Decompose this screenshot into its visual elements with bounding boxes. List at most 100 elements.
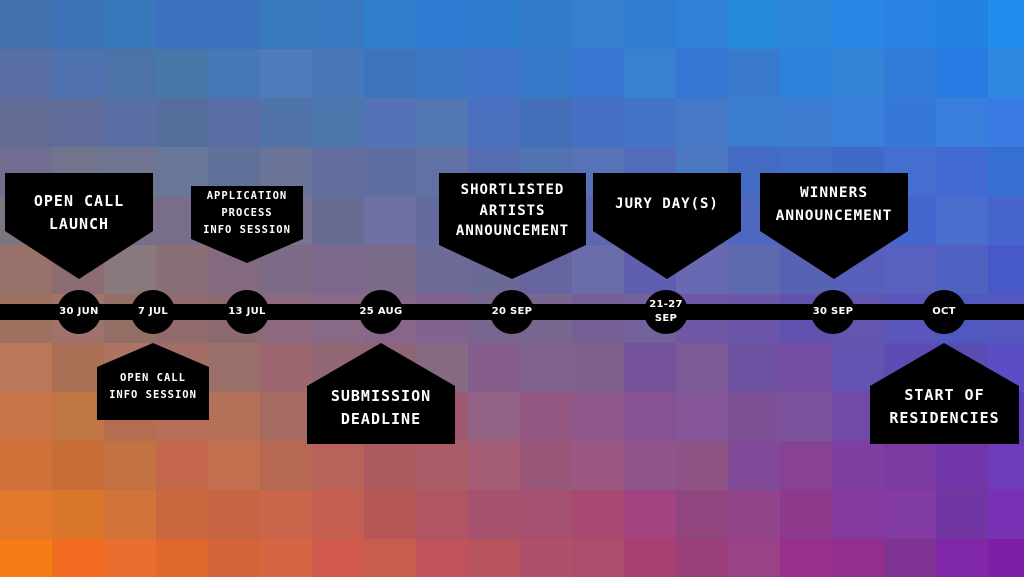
background-tile <box>0 98 52 147</box>
background-tile <box>832 539 884 577</box>
background-tile <box>988 441 1024 490</box>
background-tile <box>832 441 884 490</box>
date-label-oct: OCT <box>932 305 956 317</box>
background-tile <box>988 196 1024 245</box>
background-tile <box>0 539 52 577</box>
background-tile <box>52 392 104 441</box>
background-tile <box>832 490 884 539</box>
background-tile <box>676 343 728 392</box>
event-start-of-residencies: START OF RESIDENCIES <box>870 343 1019 444</box>
background-tile <box>416 539 468 577</box>
background-tile <box>468 49 520 98</box>
background-tile <box>468 490 520 539</box>
background-tile <box>260 343 312 392</box>
background-tile <box>676 49 728 98</box>
background-tile <box>364 0 416 49</box>
background-tile <box>624 490 676 539</box>
background-tile <box>156 539 208 577</box>
background-tile <box>988 0 1024 49</box>
background-tile <box>260 0 312 49</box>
background-tile <box>936 245 988 294</box>
background-tile <box>572 392 624 441</box>
date-label-20-sep: 20 SEP <box>491 305 533 317</box>
background-tile <box>364 196 416 245</box>
background-tile <box>312 98 364 147</box>
background-tile <box>624 98 676 147</box>
background-tile <box>260 49 312 98</box>
background-tile <box>364 490 416 539</box>
background-tile <box>364 49 416 98</box>
background-tile <box>520 98 572 147</box>
background-tile <box>936 0 988 49</box>
background-tile <box>364 539 416 577</box>
background-tile <box>936 98 988 147</box>
background-tile <box>260 392 312 441</box>
event-winners-announcement: WINNERS ANNOUNCEMENT <box>760 173 908 279</box>
background-tile <box>728 441 780 490</box>
background-tile <box>676 98 728 147</box>
background-tile <box>728 392 780 441</box>
date-node-oct: OCT <box>922 290 966 334</box>
background-tile <box>52 539 104 577</box>
background-tile <box>728 245 780 294</box>
background-tile <box>52 441 104 490</box>
background-tile <box>832 49 884 98</box>
background-tile <box>260 98 312 147</box>
background-tile <box>208 0 260 49</box>
background-tile <box>312 0 364 49</box>
background-tile <box>988 98 1024 147</box>
background-tile <box>572 49 624 98</box>
background-tile <box>156 49 208 98</box>
date-label-25-aug: 25 AUG <box>359 305 403 317</box>
background-tile <box>520 441 572 490</box>
event-shortlisted-artists-announcement: SHORTLISTED ARTISTS ANNOUNCEMENT <box>439 173 586 279</box>
background-tile <box>416 49 468 98</box>
background-tile <box>676 392 728 441</box>
background-tile <box>988 147 1024 196</box>
background-tile <box>728 49 780 98</box>
background-tile <box>416 490 468 539</box>
background-tile <box>572 0 624 49</box>
background-tile <box>988 539 1024 577</box>
background-tile <box>520 49 572 98</box>
background-tile <box>156 98 208 147</box>
background-tile <box>0 343 52 392</box>
background-tile <box>884 441 936 490</box>
background-tile <box>0 0 52 49</box>
background-tile <box>520 0 572 49</box>
background-tile <box>104 0 156 49</box>
background-tile <box>676 0 728 49</box>
background-tile <box>936 147 988 196</box>
background-tile <box>468 441 520 490</box>
background-tile <box>780 0 832 49</box>
background-tile <box>416 98 468 147</box>
background-tile <box>676 441 728 490</box>
date-node-13-jul: 13 JUL <box>225 290 269 334</box>
background-tile <box>312 49 364 98</box>
event-label-winners-announcement: WINNERS ANNOUNCEMENT <box>775 185 893 224</box>
background-tile <box>520 539 572 577</box>
background-tile <box>260 539 312 577</box>
background-tile <box>468 98 520 147</box>
background-tile <box>0 490 52 539</box>
background-tile <box>468 539 520 577</box>
background-tile <box>104 490 156 539</box>
background-tile <box>416 0 468 49</box>
background-tile <box>624 0 676 49</box>
background-tile <box>572 245 624 294</box>
date-node-21-27-sep: 21-27 SEP <box>644 290 688 334</box>
background-tile <box>884 98 936 147</box>
background-tile <box>156 490 208 539</box>
event-label-open-call-info-session: OPEN CALL INFO SESSION <box>109 372 197 401</box>
background-tile <box>52 0 104 49</box>
background-tile <box>624 49 676 98</box>
background-tile <box>468 343 520 392</box>
background-tile <box>884 245 936 294</box>
background-tile <box>208 392 260 441</box>
background-tile <box>936 490 988 539</box>
background-tile <box>728 98 780 147</box>
background-tile <box>208 343 260 392</box>
background-tile <box>0 392 52 441</box>
background-tile <box>156 245 208 294</box>
background-tile <box>208 490 260 539</box>
